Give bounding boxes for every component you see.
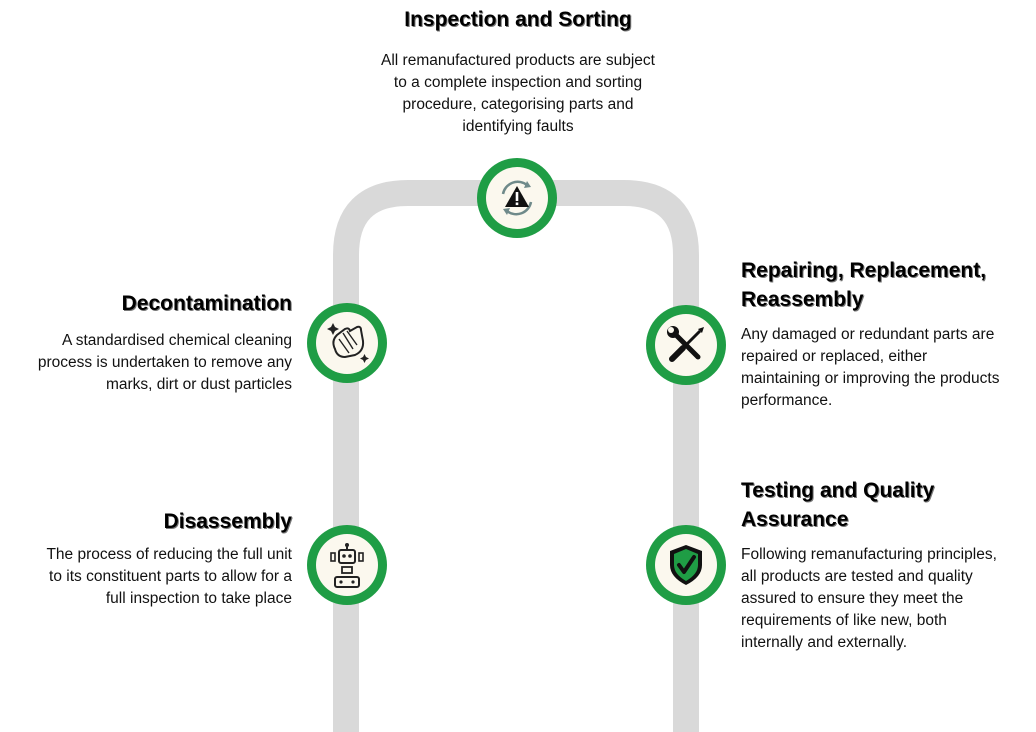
robot-disassembly-icon [330, 543, 364, 588]
step-title-inspection: Inspection and Sorting [404, 8, 632, 31]
step-desc-repair: Any damaged or redundant parts are repai… [741, 326, 1000, 409]
cleaning-hand-icon [327, 323, 369, 363]
warning-cycle-icon [501, 180, 533, 216]
step-node-decontamination [307, 303, 387, 383]
step-node-repair [646, 305, 726, 385]
shield-check-icon [670, 545, 702, 585]
step-desc-decontamination: A standardised chemical cleaning process… [37, 332, 292, 393]
step-title-testing: Testing and Quality Assurance [741, 479, 935, 531]
step-desc-inspection: All remanufactured products are subject … [381, 52, 655, 135]
step-desc-disassembly: The process of reducing the full unit to… [46, 546, 292, 607]
step-desc-testing: Following remanufacturing principles, al… [741, 546, 997, 651]
step-title-decontamination: Decontamination [121, 292, 292, 315]
step-title-repair: Repairing, Replacement, Reassembly [741, 259, 987, 311]
step-node-disassembly [307, 525, 387, 605]
step-title-disassembly: Disassembly [163, 510, 292, 533]
step-node-inspection [477, 158, 557, 238]
step-node-testing [646, 525, 726, 605]
wrench-screwdriver-icon [667, 326, 704, 362]
